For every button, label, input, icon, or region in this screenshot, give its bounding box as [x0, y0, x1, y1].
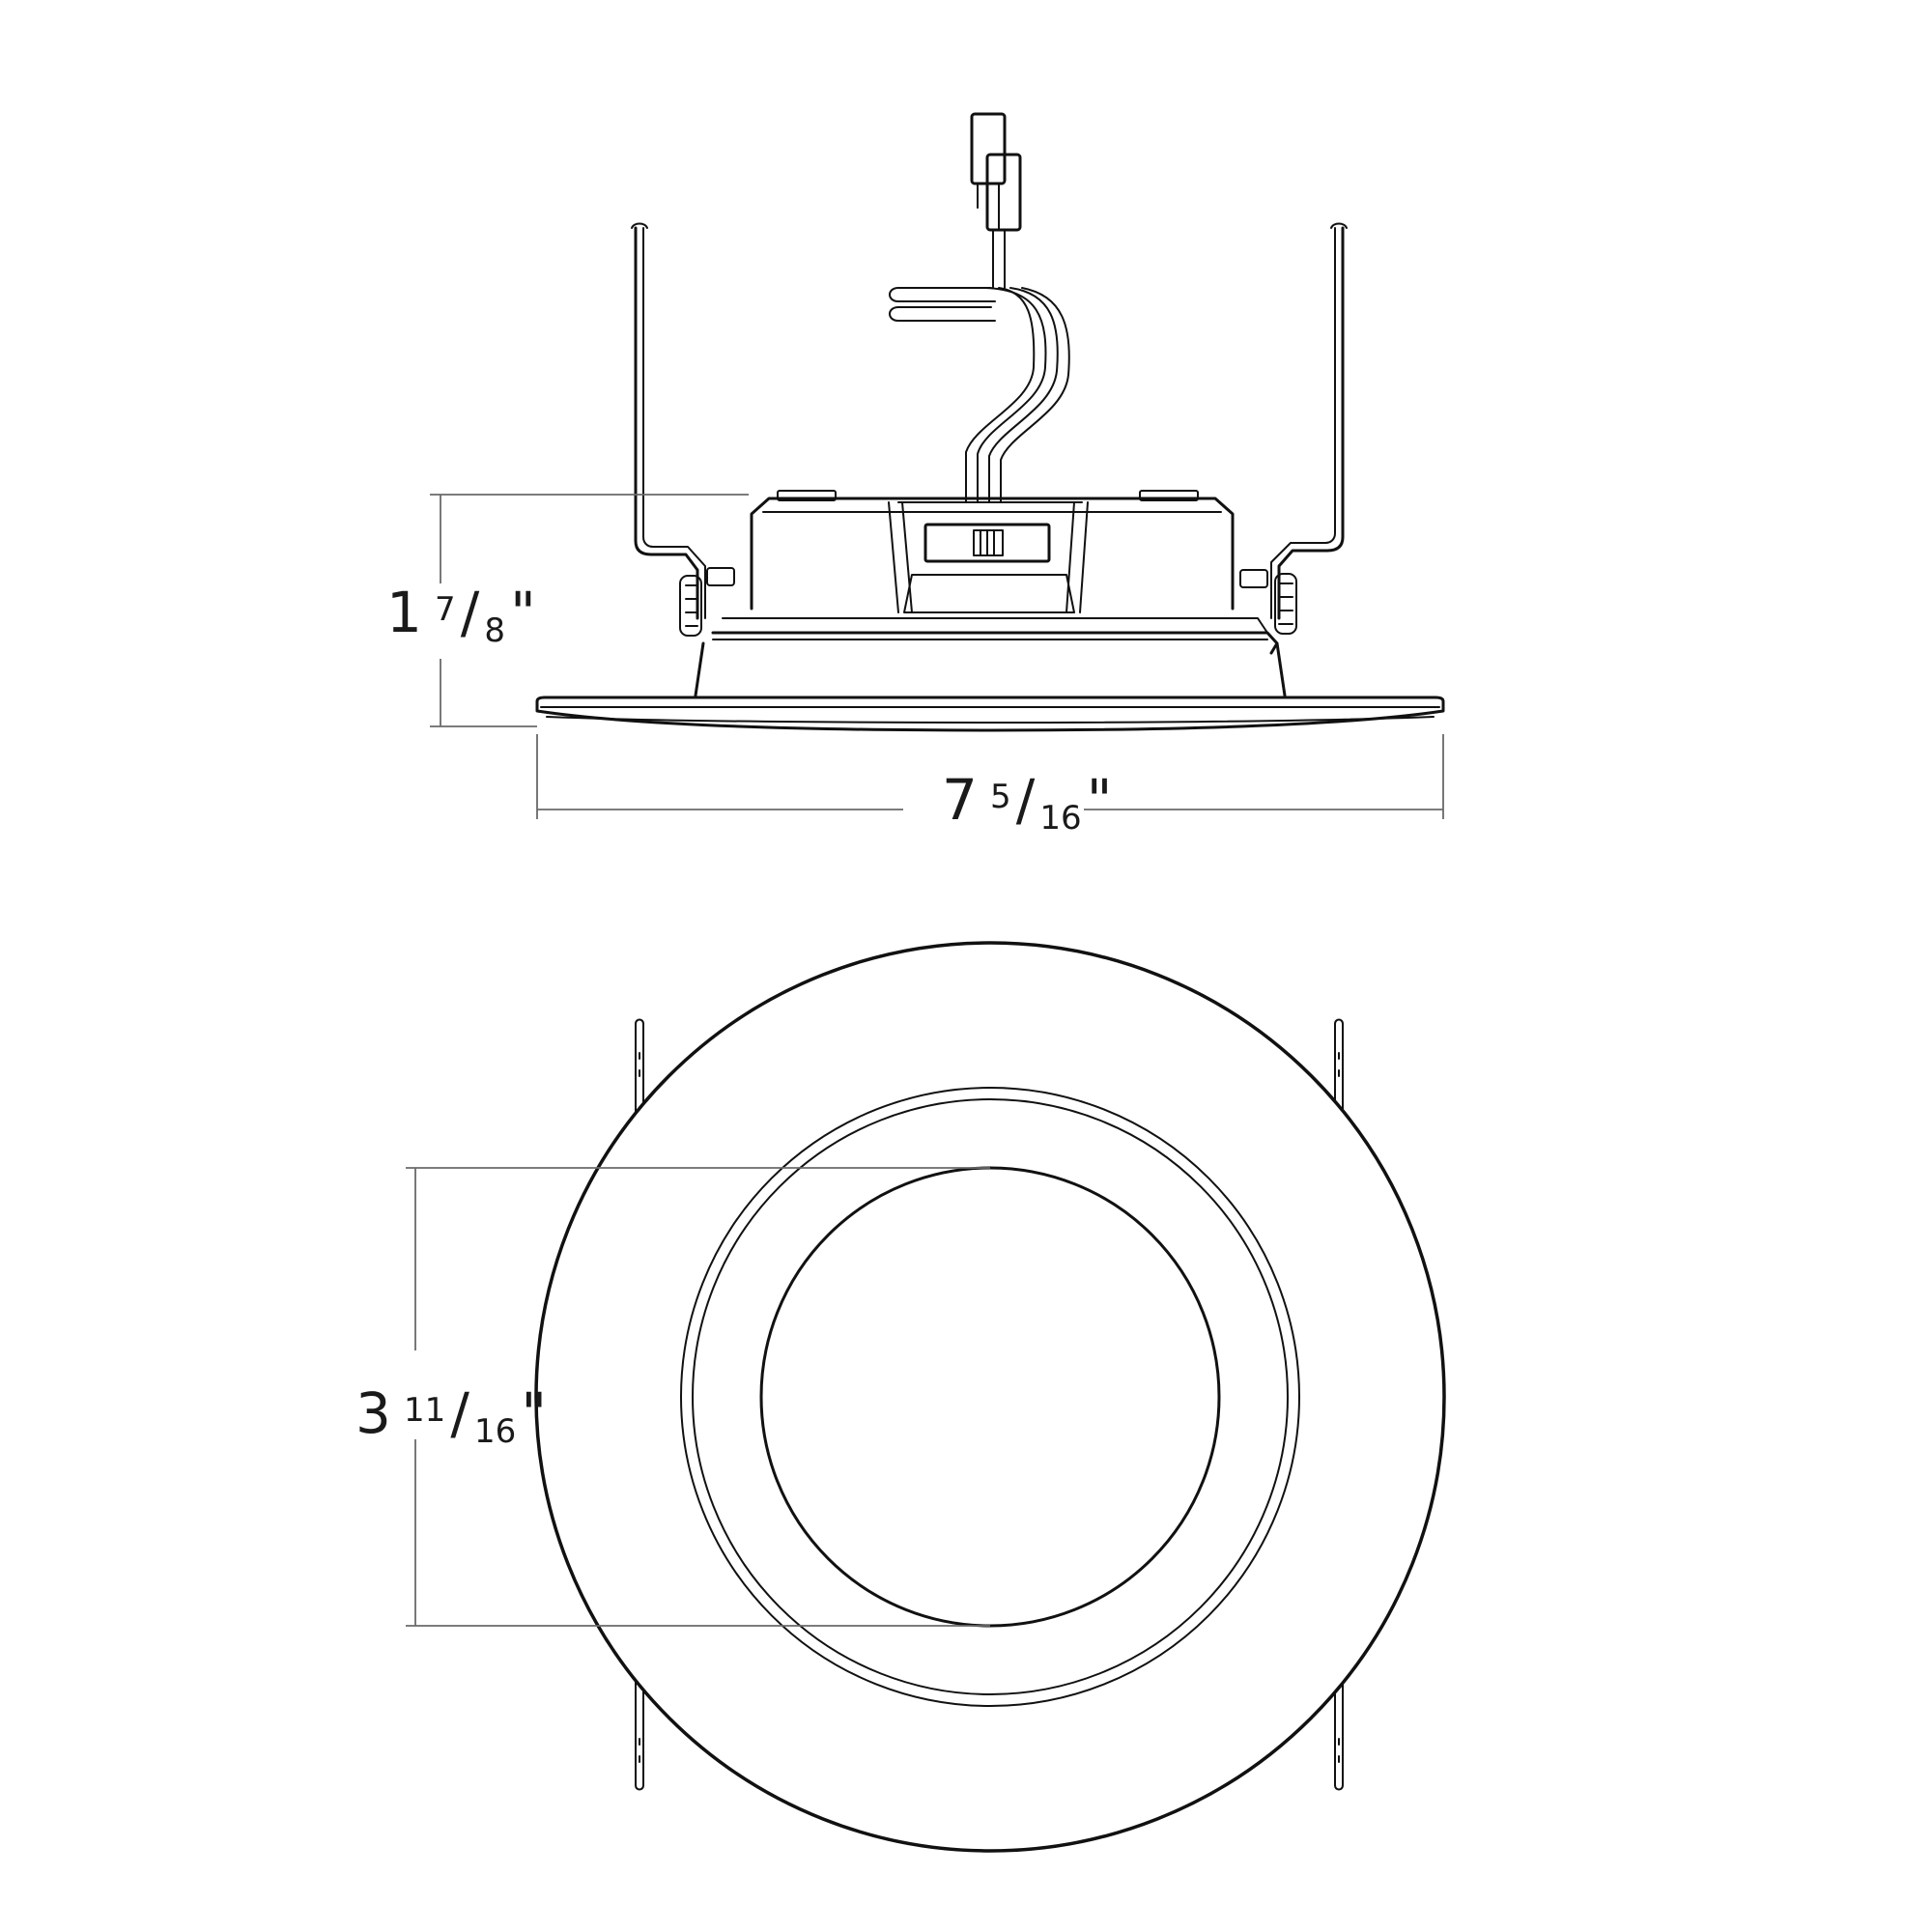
height-slash: /: [461, 580, 480, 645]
width-denominator: 16: [1039, 799, 1081, 838]
width-numerator: 5: [990, 778, 1011, 816]
aperture-inch-mark: ": [521, 1380, 547, 1446]
base-skirt: [694, 617, 1287, 697]
width-dimension: 7 5 / 16 ": [536, 734, 1444, 838]
top-view-left-clip: [635, 1018, 644, 1791]
height-numerator: 7: [435, 590, 456, 629]
height-dimension: 1 7 / 8 ": [386, 494, 749, 727]
aperture-slash: /: [450, 1380, 469, 1446]
width-label: 7 5 / 16 ": [942, 767, 1112, 838]
width-whole: 7: [942, 767, 978, 833]
top-view: [534, 941, 1446, 1853]
width-slash: /: [1016, 767, 1036, 833]
side-view: [535, 112, 1445, 732]
trim-flange: [535, 696, 1445, 732]
aperture-numerator: 11: [404, 1391, 445, 1430]
aperture-label: 3 11 / 16 ": [355, 1380, 547, 1451]
height-inch-mark: ": [510, 580, 536, 645]
right-mounting-clip: [1239, 222, 1348, 635]
top-view-right-clip: [1334, 1018, 1344, 1791]
height-denominator: 8: [484, 611, 505, 650]
aperture-dimension: 3 11 / 16 ": [355, 1167, 990, 1627]
wire-leads: [889, 229, 1070, 503]
aperture-denominator: 16: [474, 1412, 516, 1451]
reflector-ring-outer: [680, 1087, 1300, 1707]
reflector-ring-inner: [692, 1098, 1289, 1695]
width-inch-mark: ": [1087, 767, 1113, 833]
aperture-whole: 3: [355, 1380, 391, 1446]
connector-plug: [970, 112, 1022, 232]
driver-housing: [750, 490, 1235, 613]
height-label: 1 7 / 8 ": [386, 580, 536, 650]
height-whole: 1: [386, 580, 422, 645]
left-mounting-clip: [631, 222, 735, 637]
lens-aperture-circle: [759, 1166, 1221, 1628]
